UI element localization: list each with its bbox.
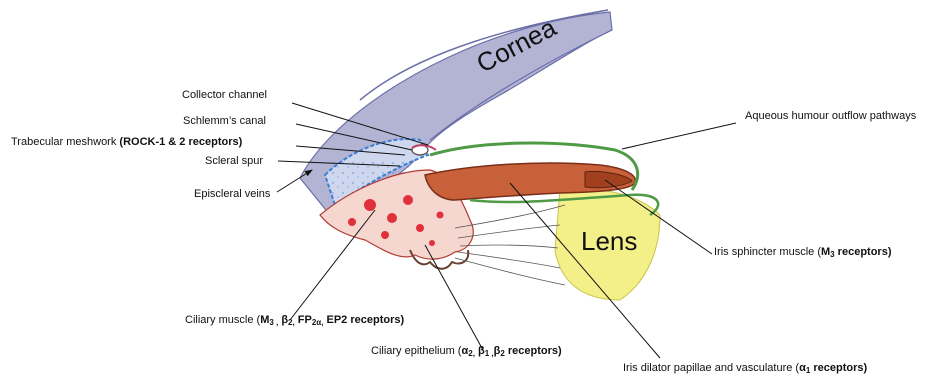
scleral-spur-label: Scleral spur [205,155,263,168]
ciliary-muscle-beta: β [278,314,288,326]
ciliary-muscle-label: Ciliary muscle (M3 , β2, FP2α, EP2 recep… [185,314,404,327]
episcleral-veins-label: Episcleral veins [194,188,270,201]
schlemms-canal-label: Schlemm’s canal [183,115,266,128]
ciliary-epithelium-tail: receptors) [505,345,562,357]
iris-sphincter-name: Iris sphincter muscle [714,246,814,258]
iris-sphincter-label: Iris sphincter muscle (M3 receptors) [714,246,891,259]
ciliary-muscle-beta-sub: 2, [288,318,295,327]
iris-sphincter-m: M [821,246,830,258]
ciliary-epithelium-a-sub: 2, [468,349,475,358]
ciliary-muscle-m: M [260,314,269,326]
trabecular-meshwork-name: Trabecular meshwork [11,136,116,148]
ciliary-vessel [387,213,397,223]
ciliary-muscle-fp-sub: 2α, [312,318,324,327]
aqueous-outflow-label: Aqueous humour outflow pathways [745,110,916,123]
ciliary-epithelium-b1-sub: 1 , [485,349,494,358]
ciliary-epithelium-b1: β [475,345,485,357]
trabecular-meshwork-receptors: (ROCK-1 & 2 receptors) [119,136,242,148]
ciliary-vessel [348,218,356,226]
ciliary-vessel [403,195,413,205]
lens-label: Lens [581,227,637,255]
ciliary-epithelium-label: Ciliary epithelium (α2, β1 ,β2 receptors… [371,345,562,358]
ciliary-vessel [364,199,376,211]
ciliary-muscle-tail: EP2 receptors) [323,314,404,326]
ciliary-vessel [429,240,435,246]
iris-dilator-tail: receptors) [810,362,867,374]
ciliary-muscle-m-sub: 3 , [269,318,278,327]
ciliary-vessel [437,212,444,219]
zonular-fibres [455,205,565,285]
pointer-ciliary-epithelium [425,245,483,350]
ciliary-muscle-name: Ciliary muscle ( [185,314,260,326]
pointer-aqueous-outflow [622,123,736,149]
ciliary-vessel [381,231,389,239]
iris-dilator-name: Iris dilator papillae and vasculature ( [623,362,799,374]
ciliary-epithelium-name: Ciliary epithelium ( [371,345,461,357]
iris-sphincter-close: receptors) [835,246,892,258]
ciliary-muscle-fp: FP [295,314,312,326]
trabecular-meshwork-label: Trabecular meshwork (ROCK-1 & 2 receptor… [11,136,242,149]
ciliary-vessel [416,224,424,232]
iris-dilator-a: α [799,362,806,374]
collector-channel-label: Collector channel [182,89,267,102]
iris-dilator-label: Iris dilator papillae and vasculature (α… [623,362,867,375]
